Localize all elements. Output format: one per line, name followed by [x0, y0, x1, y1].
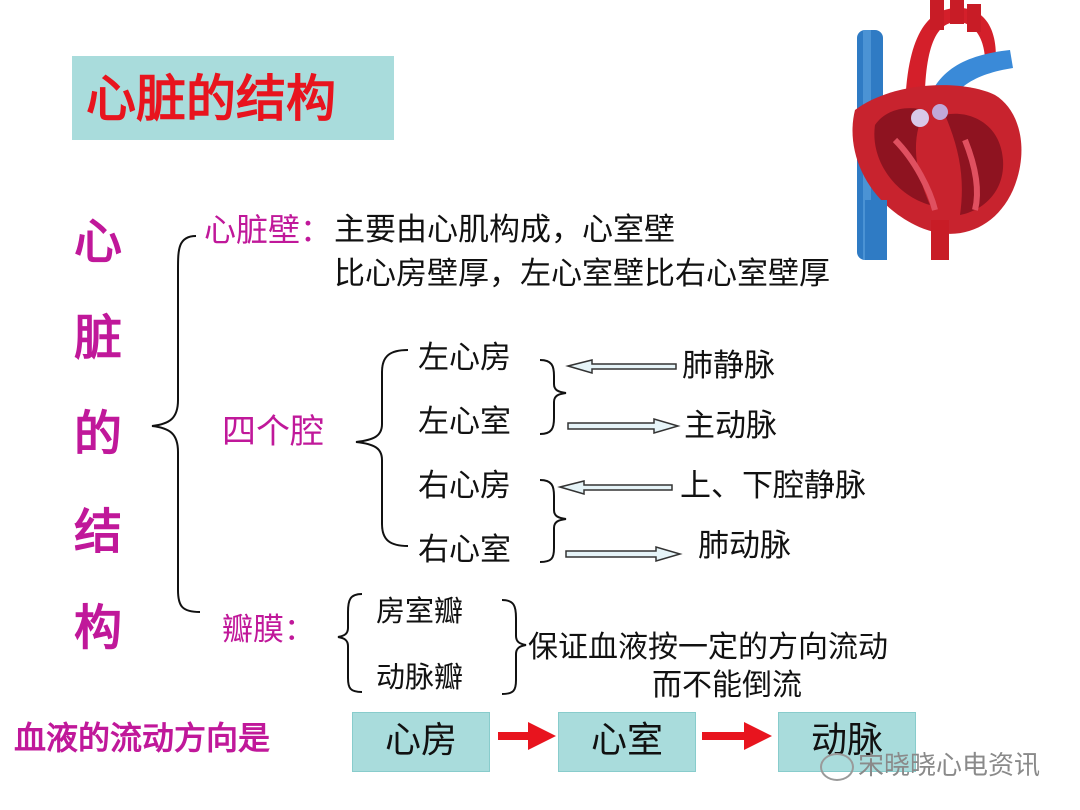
arrow-pulmonary-vein: [565, 359, 677, 374]
valves-desc-line2: 而不能倒流: [652, 668, 802, 703]
watermark: 宋晓晓心电资讯: [820, 748, 1040, 784]
vertical-label-char-4: 结: [73, 504, 122, 560]
arrow-aorta: [567, 418, 681, 434]
chamber-left-ventricle: 左心室: [418, 404, 511, 440]
vessel-vena-cava: 上、下腔静脉: [680, 468, 866, 504]
wechat-icon: [820, 752, 854, 781]
chambers-label: 四个腔: [222, 412, 324, 452]
vessel-pulmonary-vein: 肺静脉: [682, 348, 775, 384]
vessel-pulmonary-artery: 肺动脉: [698, 528, 791, 564]
vertical-label-char-2: 脏: [73, 310, 122, 366]
flow-step-atrium: 心房: [352, 712, 490, 772]
flow-step-ventricle: 心室: [558, 712, 696, 772]
chambers-brace: [355, 349, 409, 547]
arrow-pulmonary-artery: [565, 546, 683, 562]
valve-atrioventricular: 房室瓣: [376, 594, 464, 628]
valves-brace-left: [337, 593, 363, 693]
vertical-label-char-3: 的: [73, 406, 122, 462]
chamber-right-atrium: 右心房: [418, 468, 511, 504]
vertical-label-char-1: 心: [73, 214, 122, 270]
heart-wall-label: 心脏壁：: [204, 211, 333, 249]
valves-brace-right: [501, 599, 527, 695]
watermark-text: 宋晓晓心电资讯: [858, 751, 1041, 781]
flow-label: 血液的流动方向是: [14, 719, 271, 757]
arrow-vena-cava: [557, 480, 673, 495]
chamber-left-atrium: 左心房: [418, 340, 511, 376]
heart-wall-desc-line1: 主要由心肌构成，心室壁: [334, 212, 675, 248]
valve-arterial: 动脉瓣: [376, 660, 464, 694]
page-title: 心脏的结构: [86, 69, 336, 128]
right-chambers-brace: [539, 479, 567, 563]
chamber-right-ventricle: 右心室: [418, 532, 511, 568]
flow-arrow-2: [702, 722, 772, 750]
heart-wall-desc-line2: 比心房壁厚，左心室壁比右心室壁厚: [334, 256, 830, 292]
valves-desc-line1: 保证血液按一定的方向流动: [528, 630, 888, 665]
valves-label: 瓣膜：: [222, 612, 315, 648]
title-box: [72, 56, 394, 140]
vertical-label-char-5: 构: [73, 600, 122, 656]
main-brace: [151, 235, 201, 613]
left-chambers-brace: [539, 359, 567, 435]
vessel-aorta: 主动脉: [684, 408, 777, 444]
heart-illustration: [852, 0, 1022, 260]
flow-arrow-1: [498, 722, 556, 750]
